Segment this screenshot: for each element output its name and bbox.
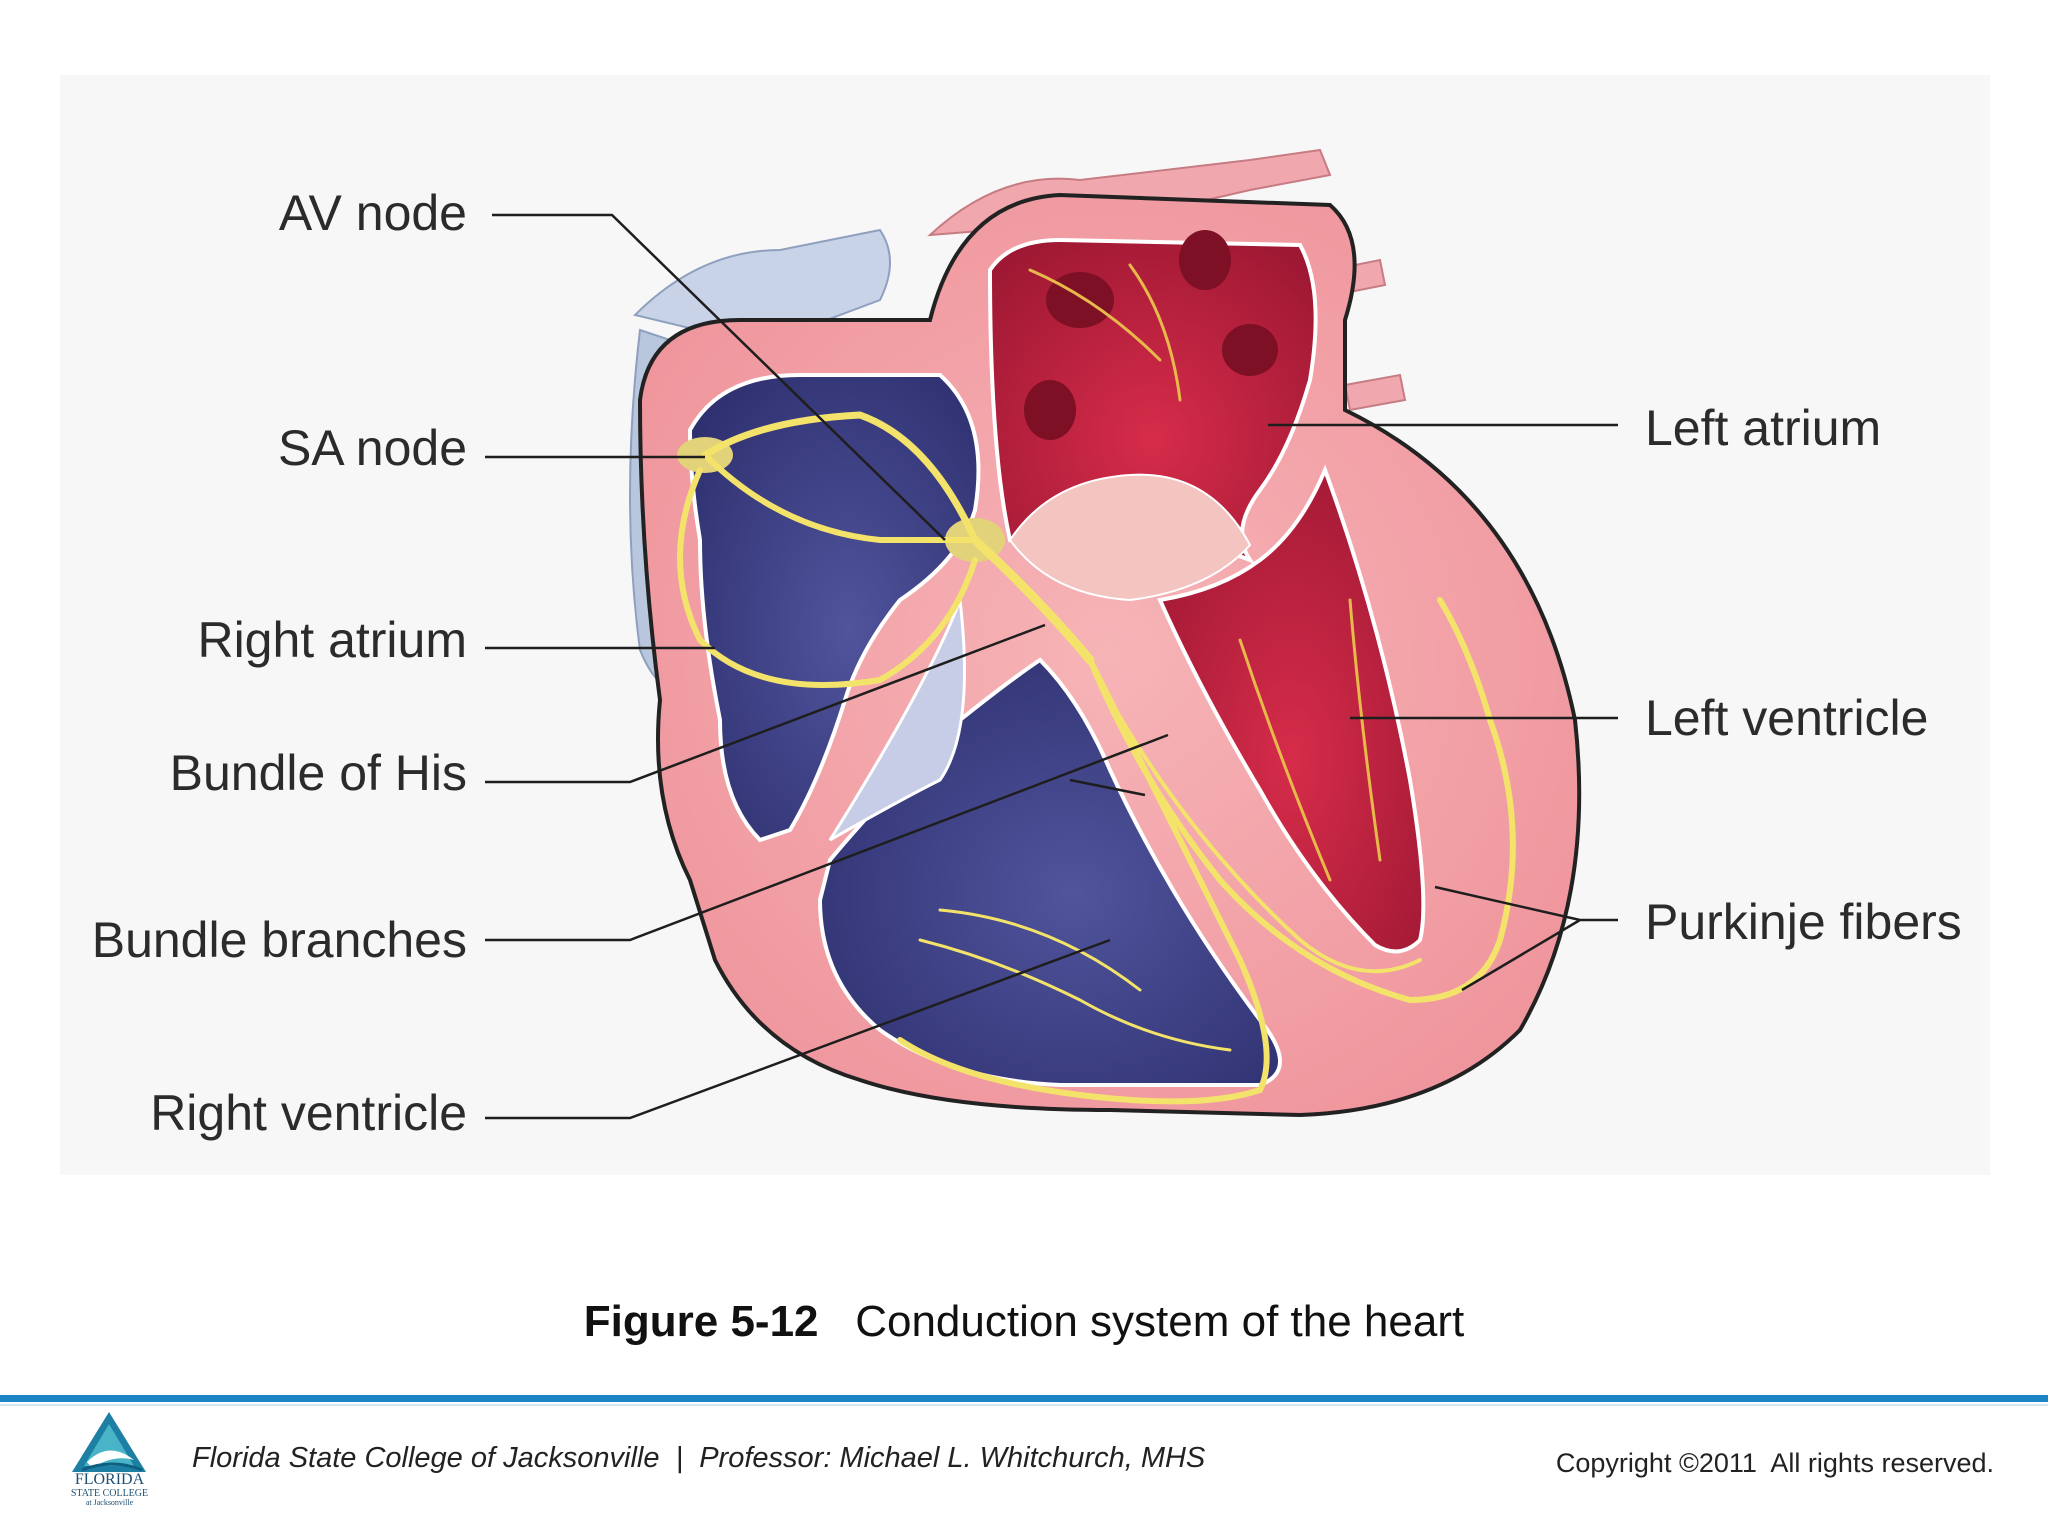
figure-number: Figure 5-12 — [583, 1297, 819, 1346]
left-bundle-branch — [1087, 597, 1516, 1004]
conduction-system — [677, 263, 1516, 1105]
right-bundle-branch — [897, 657, 1270, 1105]
leader-right-ventricle — [485, 938, 1111, 1120]
label-sa-node: SA node — [277, 420, 467, 476]
leader-lines — [485, 213, 1618, 1120]
label-left-atrium: Left atrium — [1645, 400, 1882, 456]
footer-rule — [0, 1395, 2048, 1402]
tricuspid-valve — [828, 599, 966, 842]
leader-bundle-of-his — [485, 623, 1046, 784]
logo-line-2: STATE COLLEGE — [70, 1487, 149, 1499]
left-ventricle-chamber — [1157, 464, 1426, 954]
label-bundle-of-his: Bundle of His — [169, 745, 467, 801]
logo-line-3: at Jacksonville — [85, 1498, 134, 1508]
label-right-ventricle: Right ventricle — [150, 1085, 467, 1141]
label-bundle-branches: Bundle branches — [91, 912, 467, 968]
footer-copyright: Copyright ©2011 All rights reserved. — [1555, 1448, 1994, 1478]
footer-rule-secondary — [0, 1404, 2048, 1406]
college-logo-icon — [72, 1412, 146, 1472]
college-logo-text: FLORIDA STATE COLLEGE at Jacksonville — [62, 1471, 157, 1508]
label-left-ventricle: Left ventricle — [1645, 690, 1929, 746]
footer-credit: Florida State College of Jacksonville | … — [192, 1442, 1206, 1474]
logo-line-1: FLORIDA — [74, 1471, 145, 1488]
label-purkinje-fibers: Purkinje fibers — [1645, 894, 1962, 950]
label-right-atrium: Right atrium — [197, 612, 467, 668]
leader-bundle-branches — [485, 733, 1169, 942]
label-av-node: AV node — [278, 185, 467, 241]
figure-caption: Figure 5-12 Conduction system of the hea… — [0, 1300, 2048, 1344]
bundle-of-his-path — [970, 535, 1095, 665]
leader-purkinje-fibers — [1434, 885, 1618, 992]
figure-title: Conduction system of the heart — [855, 1297, 1465, 1346]
leader-av-node — [492, 213, 946, 541]
mitral-valve — [1008, 473, 1252, 602]
